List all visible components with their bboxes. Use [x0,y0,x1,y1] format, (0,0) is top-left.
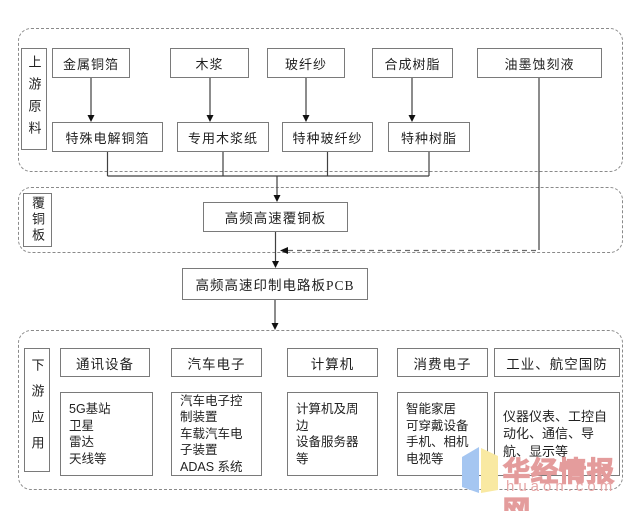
node-special-electrolytic-copper-foil: 特殊电解铜箔 [52,122,163,152]
list-industrial-aerospace-defense: 仪器仪表、工控自动化、通信、导航、显示等 [494,392,620,476]
list-consumer-electronics: 智能家居 可穿戴设备 手机、相机 电视等 [397,392,488,476]
upstream-section-label: 上游原料 [21,48,47,150]
header-communication-equipment: 通讯设备 [60,348,150,377]
node-glass-fiber-yarn: 玻纤纱 [267,48,345,78]
downstream-section-label: 下游应用 [24,348,50,472]
header-industrial-aerospace-defense: 工业、航空国防 [494,348,620,377]
node-special-glass-fiber-yarn: 特种玻纤纱 [282,122,373,152]
node-special-wood-pulp-paper: 专用木浆纸 [177,122,269,152]
node-wood-pulp: 木浆 [170,48,249,78]
list-automotive-electronics: 汽车电子控制装置 车载汽车电子装置 ADAS 系统 [171,392,262,476]
midstream-section-label: 覆铜板 [23,193,52,247]
node-special-resin: 特种树脂 [388,122,470,152]
list-communication-equipment: 5G基站 卫星 雷达 天线等 [60,392,153,476]
list-computer: 计算机及周边 设备服务器等 [287,392,378,476]
header-computer: 计算机 [287,348,378,377]
midstream-section-frame [18,187,623,253]
node-high-frequency-pcb: 高频高速印制电路板PCB [182,268,368,300]
node-metal-copper-foil: 金属铜箔 [52,48,130,78]
upstream-section-frame [18,28,623,172]
downstream-section-frame [18,330,623,490]
node-high-frequency-ccl: 高频高速覆铜板 [203,202,348,232]
node-synthetic-resin: 合成树脂 [372,48,453,78]
node-ink-etching-solution: 油墨蚀刻液 [477,48,602,78]
header-automotive-electronics: 汽车电子 [171,348,262,377]
header-consumer-electronics: 消费电子 [397,348,488,377]
